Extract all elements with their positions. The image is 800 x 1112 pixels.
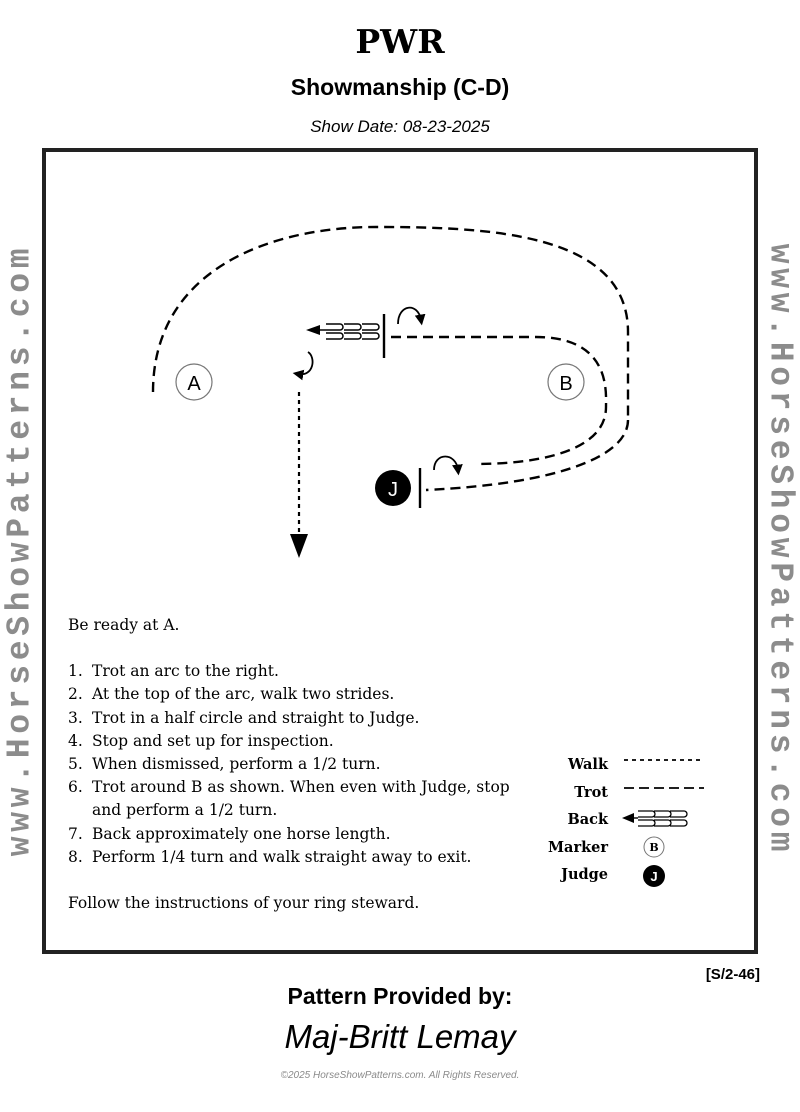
class-subtitle: Showmanship (C-D): [290, 74, 510, 100]
step-number: 2.: [68, 685, 83, 704]
legend-back-label: Back: [567, 811, 608, 828]
arena-box: A B J Be ready at A. 1. Trot an arc to t…: [42, 148, 758, 954]
pattern-diagram: A B J: [151, 225, 630, 558]
back-symbol: [306, 323, 380, 340]
step-number: 3.: [68, 708, 83, 727]
step-text: Trot around B as shown. When even with J…: [92, 778, 510, 820]
legend-judge-row: Judge J: [546, 865, 726, 887]
legend-marker-row: Marker B: [546, 836, 726, 859]
quarter-turn-arrow: [292, 351, 314, 381]
step-number: 1.: [68, 662, 83, 681]
legend-trot-label: Trot: [574, 784, 608, 801]
legend-walk-row: Walk: [546, 756, 726, 776]
pattern-instructions: Be ready at A. 1. Trot an arc to the rig…: [68, 614, 538, 915]
instruction-step: 2. At the top of the arc, walk two strid…: [68, 683, 538, 706]
legend-judge-label: Judge: [561, 866, 608, 883]
legend-back-icon: [622, 810, 688, 827]
marker-a-circle: [175, 363, 213, 401]
show-date: Show Date: 08-23-2025: [310, 117, 490, 136]
watermark-right-text: www.HorseShowPatterns.com: [761, 243, 799, 857]
instruction-step: 8. Perform 1/4 turn and walk straight aw…: [68, 846, 538, 869]
trot-half-circle-path: [425, 419, 630, 492]
trot-around-b-path: [391, 335, 608, 466]
ready-instruction: Be ready at A.: [68, 616, 180, 634]
trot-arc-path: [151, 225, 630, 420]
instruction-step: 4. Stop and set up for inspection.: [68, 730, 538, 753]
legend-trot-line: [624, 787, 704, 789]
step-text: At the top of the arc, walk two strides.: [92, 685, 395, 704]
legend-marker-label: Marker: [548, 839, 608, 856]
legend-marker-icon: B: [643, 836, 665, 858]
step-text: Back approximately one horse length.: [92, 824, 391, 843]
judge-marker: [375, 470, 411, 506]
step-number: 7.: [68, 824, 83, 843]
marker-a-label: A: [187, 373, 201, 395]
legend-walk-line: [624, 759, 704, 761]
half-turn-arrow-top: [397, 306, 426, 326]
copyright-notice: ©2025 HorseShowPatterns.com. All Rights …: [280, 1070, 520, 1081]
step-text: Trot an arc to the right.: [92, 662, 279, 681]
step-text: Perform 1/4 turn and walk straight away …: [92, 847, 472, 866]
step-text: Stop and set up for inspection.: [92, 731, 334, 750]
step-text: When dismissed, perform a 1/2 turn.: [92, 755, 381, 774]
provided-by-heading: Pattern Provided by:: [287, 983, 513, 1009]
legend-walk-label: Walk: [568, 756, 608, 773]
exit-arrow: [290, 534, 308, 558]
watermark-left: www.HorseShowPatterns.com: [0, 150, 40, 950]
pattern-code: [S/2-46]: [705, 966, 760, 983]
instruction-step: 3. Trot in a half circle and straight to…: [68, 707, 538, 730]
step-number: 4.: [68, 731, 83, 750]
legend-judge-symbol: J: [650, 869, 657, 884]
step-text: Trot in a half circle and straight to Ju…: [92, 708, 420, 727]
half-turn-arrow-judge: [433, 455, 463, 476]
marker-b-circle: [547, 363, 585, 401]
legend-back-row: Back: [546, 810, 726, 831]
pattern-title: PWR: [355, 22, 445, 61]
instruction-step: 7. Back approximately one horse length.: [68, 823, 538, 846]
marker-b-label: B: [559, 373, 572, 395]
watermark-right: www.HorseShowPatterns.com: [760, 150, 800, 950]
step-number: 5.: [68, 755, 83, 774]
legend-marker-symbol: B: [649, 841, 658, 854]
instruction-step: 6. Trot around B as shown. When even wit…: [68, 776, 538, 822]
instruction-step: 1. Trot an arc to the right.: [68, 660, 538, 683]
follow-steward-instruction: Follow the instructions of your ring ste…: [68, 894, 420, 913]
legend-trot-row: Trot: [546, 784, 726, 804]
legend-judge-icon: J: [643, 865, 665, 887]
step-number: 8.: [68, 847, 83, 866]
judge-marker-label: J: [388, 479, 398, 501]
pattern-author: Maj-Britt Lemay: [284, 1018, 516, 1055]
step-number: 6.: [68, 778, 83, 797]
watermark-left-text: www.HorseShowPatterns.com: [1, 243, 39, 857]
instruction-step: 5. When dismissed, perform a 1/2 turn.: [68, 753, 538, 776]
